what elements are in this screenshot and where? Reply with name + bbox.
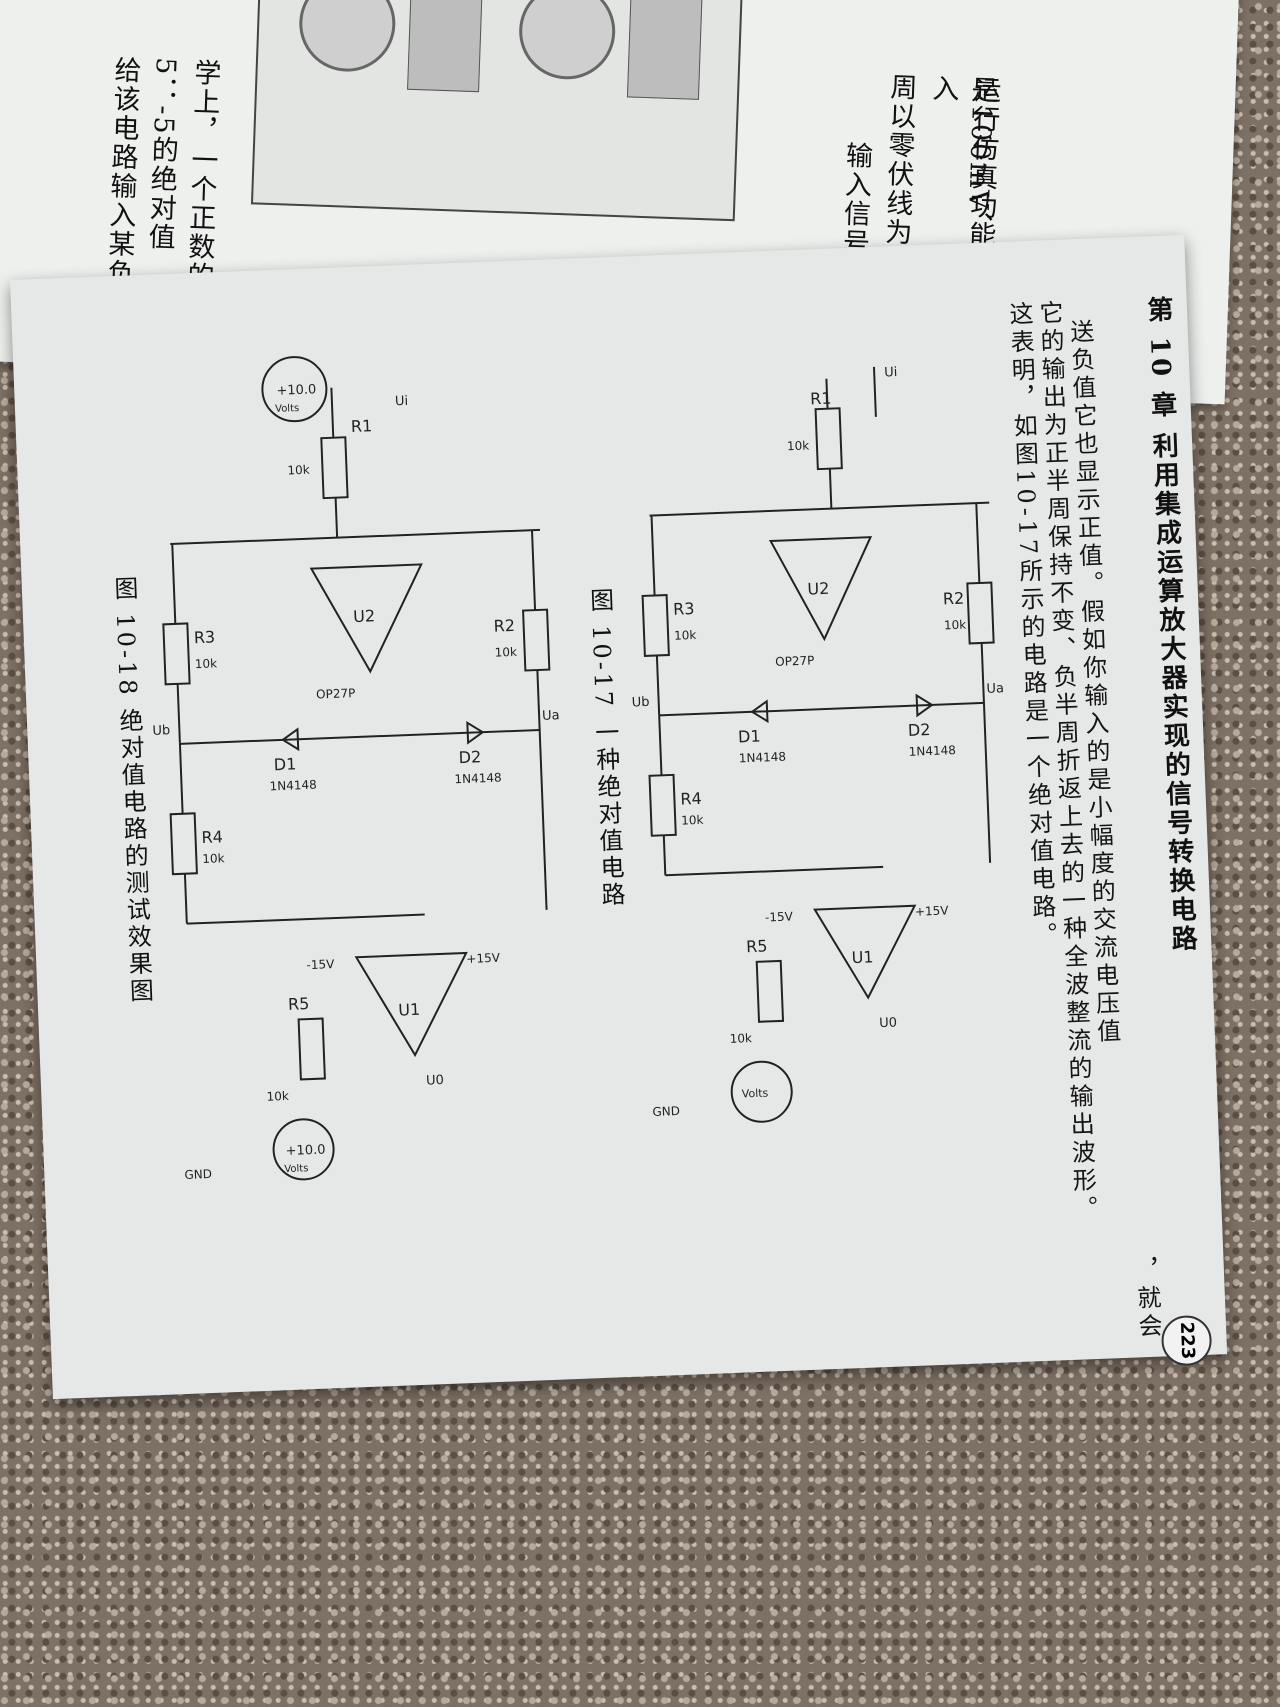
fig18-output-meter bbox=[272, 1118, 335, 1181]
fig17-d2-model: 1N4148 bbox=[909, 743, 957, 759]
fig18-u1-label: U1 bbox=[398, 1000, 421, 1020]
fig18-d1-label: D1 bbox=[273, 754, 296, 774]
fig18-plus15-label: +15V bbox=[466, 951, 501, 966]
fig18-d2 bbox=[466, 720, 485, 745]
fig17-d1 bbox=[750, 699, 769, 724]
fig17-r3 bbox=[641, 593, 670, 657]
fig18-ub-label: Ub bbox=[152, 723, 170, 739]
fig18-uo-label: U0 bbox=[426, 1073, 444, 1089]
oscilloscope-dial-1 bbox=[297, 0, 397, 74]
fig17-r3-label: R3 bbox=[673, 599, 695, 619]
fig17-r4-label: R4 bbox=[680, 789, 702, 809]
fig18-gnd-label: GND bbox=[184, 1167, 212, 1182]
fig17-u1-label: U1 bbox=[851, 947, 874, 967]
fig17-d2 bbox=[915, 693, 934, 718]
fig18-d2-label: D2 bbox=[458, 747, 481, 767]
fig18-minus15-label: -15V bbox=[306, 957, 335, 972]
fig17-ub-label: Ub bbox=[631, 695, 649, 711]
oscilloscope-panel-2 bbox=[626, 0, 704, 100]
fig17-minus15-label: -15V bbox=[765, 909, 794, 924]
fig18-r4 bbox=[169, 812, 198, 876]
fig18-d1 bbox=[281, 727, 300, 752]
fig18-r1 bbox=[320, 436, 349, 500]
fig18-r2-label: R2 bbox=[493, 616, 515, 636]
fig17-u2-label: U2 bbox=[807, 579, 830, 599]
fig17-r1 bbox=[814, 407, 843, 471]
fig17-meter-unit: Volts bbox=[742, 1086, 769, 1100]
fig17-plus15-label: +15V bbox=[915, 903, 950, 918]
fig18-r2-value: 10k bbox=[494, 645, 517, 660]
fig17-d2-label: D2 bbox=[908, 720, 931, 740]
fig17-d1-label: D1 bbox=[738, 727, 761, 747]
figure-10-17-caption: 图 10-17 一种绝对值电路 bbox=[585, 587, 626, 910]
fig17-r2-label: R2 bbox=[943, 589, 965, 609]
fig17-r1-label: R1 bbox=[810, 389, 832, 409]
fig17-r5 bbox=[755, 959, 785, 1023]
fig18-r1-label: R1 bbox=[351, 416, 373, 436]
simulation-screenshot bbox=[250, 0, 744, 222]
fig18-ui-label: Ui bbox=[395, 394, 409, 409]
fig17-r5-label: R5 bbox=[746, 936, 768, 956]
fig18-output-meter-reading: +10.0 bbox=[285, 1143, 325, 1160]
fig18-u2-label: U2 bbox=[353, 606, 376, 626]
fig18-d2-model: 1N4148 bbox=[454, 770, 502, 786]
fig17-gnd-label: GND bbox=[652, 1104, 680, 1119]
fig17-voltmeter bbox=[730, 1060, 793, 1123]
fig18-u2 bbox=[309, 563, 423, 674]
figure-10-18-schematic: +10.0 Volts R1 10k Ui R3 10k R2 10k U2 O… bbox=[152, 356, 560, 1182]
fig18-r3-label: R3 bbox=[194, 627, 216, 647]
fig18-ua-label: Ua bbox=[542, 708, 560, 724]
fig18-d1-model: 1N4148 bbox=[269, 778, 317, 794]
book-page: 第 10 章 利用集成运算放大器实现的信号转换电路 ，就会 送负值它也显示正值。… bbox=[10, 234, 1228, 1400]
fig17-r4 bbox=[648, 773, 677, 837]
fig18-input-meter-unit: Volts bbox=[275, 403, 299, 415]
fig18-r4-value: 10k bbox=[202, 851, 225, 866]
fig18-output-meter-unit: Volts bbox=[284, 1163, 308, 1175]
fig17-u2 bbox=[768, 536, 873, 642]
fig17-r2-value: 10k bbox=[944, 618, 967, 633]
fig18-r5 bbox=[297, 1017, 326, 1081]
fig18-r3-value: 10k bbox=[195, 656, 218, 671]
fig18-r4-label: R4 bbox=[201, 827, 223, 847]
fig18-r2 bbox=[522, 608, 551, 672]
fig17-ua-label: Ua bbox=[986, 681, 1004, 697]
fig18-u1 bbox=[354, 951, 468, 1058]
oscilloscope-dial-2 bbox=[517, 0, 617, 81]
fig18-u2-model: OP27P bbox=[316, 686, 356, 701]
figure-10-17-schematic: R1 10k Ui R3 10k R2 10k U2 OP27P D1 1N41… bbox=[631, 365, 1004, 1123]
fig17-r2 bbox=[966, 581, 995, 645]
far-left-line-2: 5：-5的绝对值 bbox=[143, 56, 182, 253]
fig17-uo-label: U0 bbox=[879, 1016, 897, 1032]
fig17-r5-value: 10k bbox=[729, 1031, 752, 1046]
oscilloscope-panel-1 bbox=[407, 0, 484, 93]
fig18-input-meter-reading: +10.0 bbox=[276, 382, 316, 399]
fig18-r3 bbox=[162, 622, 191, 686]
fig17-r1-value: 10k bbox=[787, 438, 810, 453]
fig18-r1-value: 10k bbox=[287, 463, 310, 478]
fig17-d1-model: 1N4148 bbox=[739, 750, 787, 766]
far-left-line-3: 给该电路输入某负 bbox=[101, 55, 142, 289]
fig17-u1 bbox=[813, 904, 917, 1000]
fig17-ui-label: Ui bbox=[884, 365, 898, 380]
fig18-r5-value: 10k bbox=[266, 1089, 289, 1104]
fig17-r4-value: 10k bbox=[681, 813, 704, 828]
fig17-u2-model: OP27P bbox=[775, 653, 815, 668]
paragraph-line-0: ，就会 bbox=[1131, 1256, 1163, 1342]
fig17-r3-value: 10k bbox=[674, 628, 697, 643]
fig18-input-meter bbox=[261, 356, 328, 423]
far-left-line-1: 学上，一个正数的 bbox=[181, 58, 221, 292]
fig18-r5-label: R5 bbox=[288, 994, 310, 1014]
